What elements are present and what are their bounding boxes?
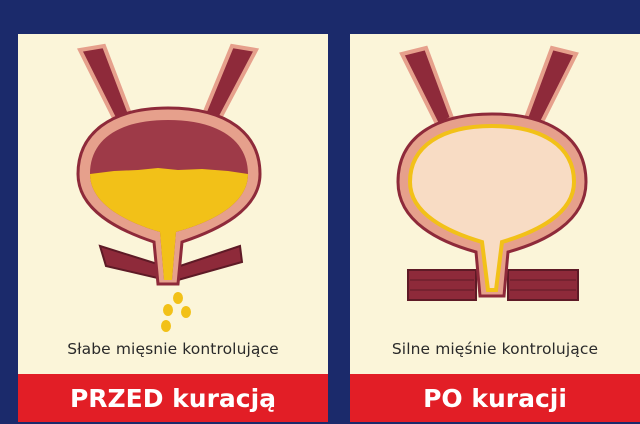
panel-after: Silne mięśnie kontrolujące PO kuracji	[350, 34, 640, 422]
label-after: PO kuracji	[350, 374, 640, 422]
caption-after: Silne mięśnie kontrolujące	[350, 340, 640, 358]
panel-before: Słabe mięsnie kontrolujące PRZED kuracją	[18, 34, 328, 422]
label-before: PRZED kuracją	[18, 374, 328, 422]
bladder-after-illustration	[350, 34, 640, 422]
bladder-before-illustration	[18, 34, 328, 422]
caption-before: Słabe mięsnie kontrolujące	[18, 340, 328, 358]
